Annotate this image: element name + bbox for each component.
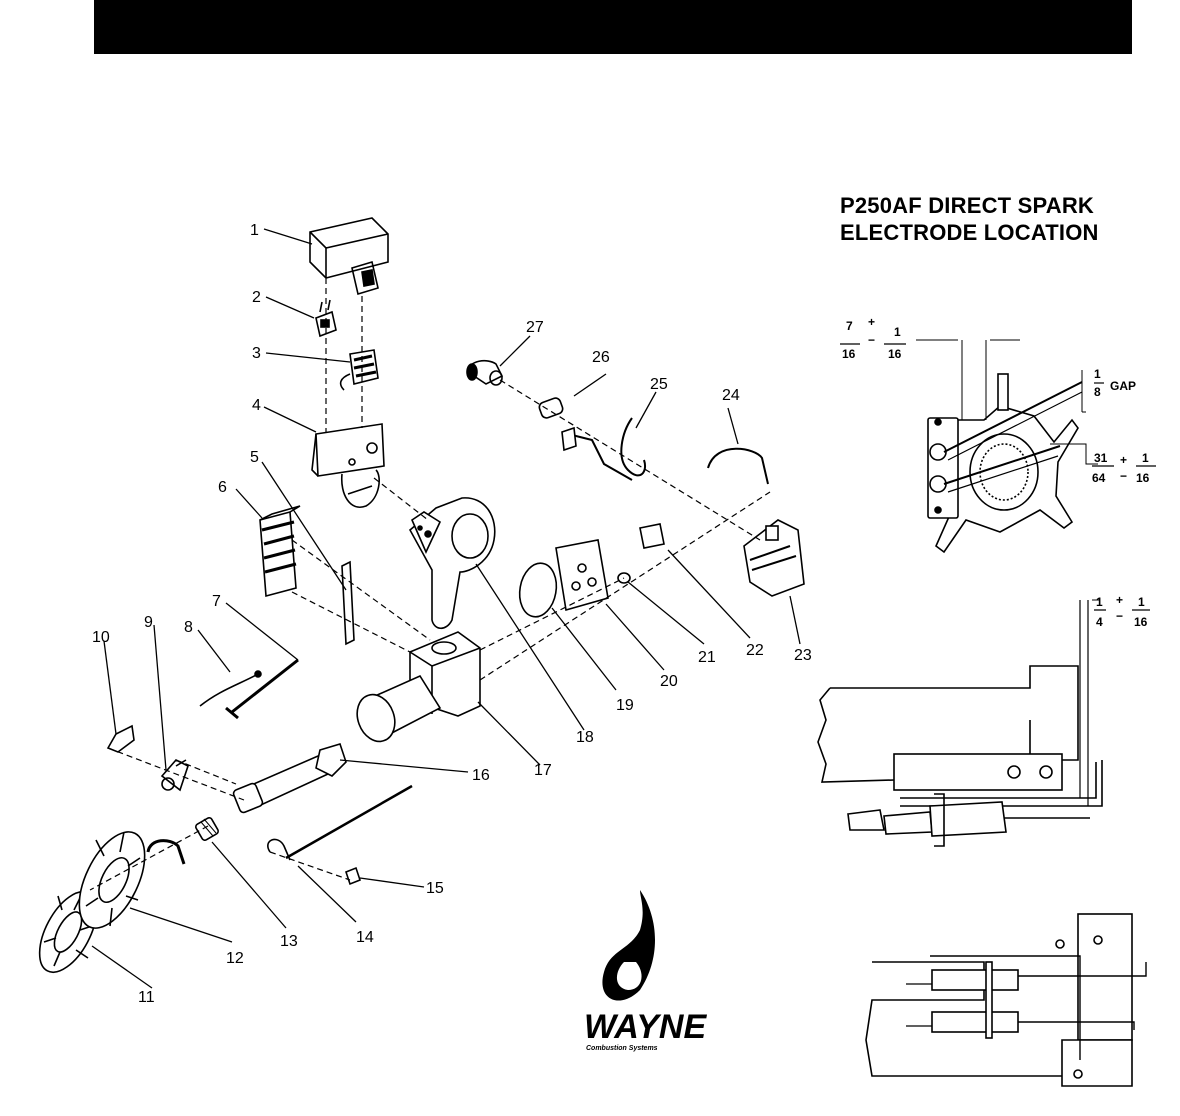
callout-7: 7 xyxy=(212,593,221,610)
part-14-rod xyxy=(267,784,413,861)
svg-text:31: 31 xyxy=(1094,451,1108,465)
svg-text:−: − xyxy=(1120,469,1127,483)
svg-text:16: 16 xyxy=(888,347,902,361)
svg-text:7: 7 xyxy=(846,319,853,333)
logo-wordmark: WAYNE xyxy=(584,1008,707,1046)
part-27-elbow xyxy=(466,359,504,386)
callout-11: 11 xyxy=(138,989,155,1006)
part-10-clip xyxy=(106,724,135,753)
assembly-lines xyxy=(89,278,771,891)
svg-text:1: 1 xyxy=(1138,595,1145,609)
part-8-cable xyxy=(199,670,262,720)
part-3-transformer xyxy=(339,349,379,391)
callout-20: 20 xyxy=(660,673,678,690)
svg-text:1: 1 xyxy=(1094,367,1101,381)
callout-15: 15 xyxy=(426,880,444,897)
callout-numbers: 1 2 3 4 5 6 7 8 9 10 11 12 13 14 15 16 1… xyxy=(92,222,812,1006)
callout-17: 17 xyxy=(534,762,552,779)
callout-12: 12 xyxy=(226,950,244,967)
callout-5: 5 xyxy=(250,449,259,466)
callout-27: 27 xyxy=(526,319,544,336)
callout-25: 25 xyxy=(650,376,668,393)
svg-text:+: + xyxy=(868,315,875,329)
burner-assembly xyxy=(38,217,805,973)
part-20-plate xyxy=(555,539,609,612)
part-17-housing xyxy=(356,631,481,743)
dim-depth: 31 64 + − 1 16 xyxy=(1092,451,1150,485)
callout-16: 16 xyxy=(472,767,490,784)
part-13-nozzle xyxy=(195,817,219,841)
dim-gap: 1 8 GAP xyxy=(1094,367,1136,399)
svg-text:−: − xyxy=(1116,609,1123,623)
part-16-nozzle-line xyxy=(232,743,347,814)
electrode-end-view xyxy=(916,339,1098,554)
part-6-control xyxy=(259,505,301,598)
electrode-side-view xyxy=(817,599,1103,847)
svg-text:64: 64 xyxy=(1092,471,1106,485)
part-21-nut xyxy=(617,572,631,584)
dim-fraction-bars xyxy=(840,343,1156,611)
callout-2: 2 xyxy=(252,289,261,306)
svg-text:8: 8 xyxy=(1094,385,1101,399)
callout-18: 18 xyxy=(576,729,594,746)
electrode-top-view xyxy=(865,913,1147,1087)
svg-text:4: 4 xyxy=(1096,615,1103,629)
part-7-rod xyxy=(231,658,299,714)
svg-text:+: + xyxy=(1116,593,1123,607)
svg-text:1: 1 xyxy=(894,325,901,339)
part-25-harness xyxy=(561,417,646,481)
callout-23: 23 xyxy=(794,647,812,664)
svg-text:16: 16 xyxy=(842,347,856,361)
callout-13: 13 xyxy=(280,933,298,950)
part-9-holder xyxy=(160,759,189,792)
dim-side: 1 4 + − 1 16 xyxy=(1096,593,1148,629)
callout-22: 22 xyxy=(746,642,764,659)
header-bar xyxy=(94,0,1132,54)
part-1-cover xyxy=(309,217,389,296)
callout-21: 21 xyxy=(698,649,716,666)
svg-text:16: 16 xyxy=(1134,615,1148,629)
diagram-title: P250AF DIRECT SPARK ELECTRODE LOCATION xyxy=(840,192,1099,246)
callout-9: 9 xyxy=(144,614,153,631)
svg-text:+: + xyxy=(1120,453,1127,467)
svg-text:1: 1 xyxy=(1142,451,1149,465)
part-22-plate xyxy=(639,523,665,549)
callout-4: 4 xyxy=(252,397,261,414)
part-15-fitting xyxy=(345,866,361,886)
part-23-gas-valve xyxy=(743,519,805,597)
callout-leaders xyxy=(91,228,801,989)
callout-8: 8 xyxy=(184,619,193,636)
dim-top-left: 7 16 + − 1 16 xyxy=(842,315,902,361)
part-4-bracket xyxy=(311,423,385,508)
svg-text:1: 1 xyxy=(1096,595,1103,609)
svg-text:GAP: GAP xyxy=(1110,379,1136,393)
callout-14: 14 xyxy=(356,929,374,946)
wayne-logo: WAYNE Combustion Systems xyxy=(584,890,707,1052)
part-19-gasket xyxy=(518,562,558,618)
part-12-turbulator xyxy=(78,831,186,929)
svg-text:16: 16 xyxy=(1136,471,1150,485)
part-26-nipple xyxy=(538,397,564,419)
svg-text:−: − xyxy=(868,333,875,347)
title-line-2: ELECTRODE LOCATION xyxy=(840,220,1099,245)
callout-26: 26 xyxy=(592,349,610,366)
part-5-strip xyxy=(341,560,355,646)
callout-1: 1 xyxy=(250,222,259,239)
logo-tagline: Combustion Systems xyxy=(586,1045,658,1052)
callout-6: 6 xyxy=(218,479,227,496)
part-18-blower-housing xyxy=(408,497,496,630)
callout-24: 24 xyxy=(722,387,740,404)
title-line-1: P250AF DIRECT SPARK xyxy=(840,193,1094,218)
part-24-wire xyxy=(707,447,769,485)
callout-10: 10 xyxy=(92,629,110,646)
callout-19: 19 xyxy=(616,697,634,714)
callout-3: 3 xyxy=(252,345,261,362)
